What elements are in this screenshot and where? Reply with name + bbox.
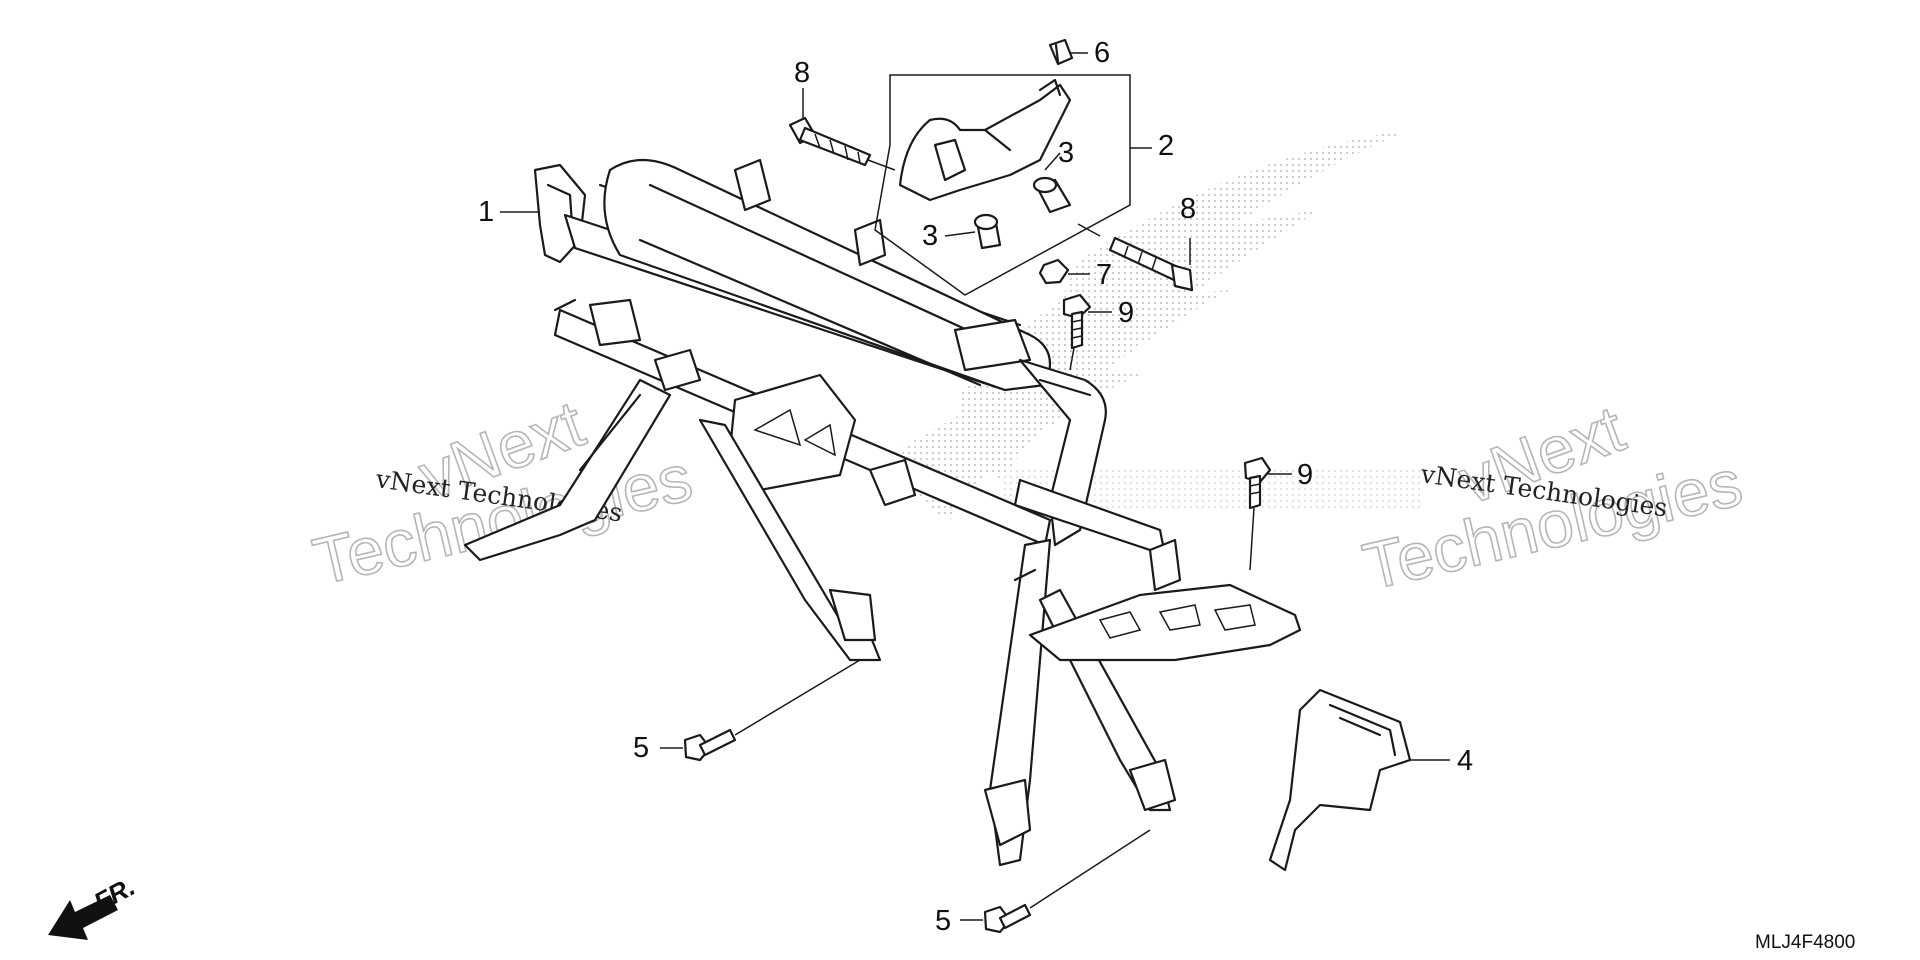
collar-upper bbox=[1032, 176, 1072, 214]
leader-8-lower-dash bbox=[1077, 223, 1101, 237]
bolt-5-left bbox=[683, 728, 737, 762]
collar-lower bbox=[973, 213, 1002, 250]
leader-5-bottom-diag bbox=[1029, 829, 1151, 909]
front-arrow-icon bbox=[48, 895, 118, 940]
callout-9-upper: 9 bbox=[1118, 297, 1134, 329]
bolt-5-bottom bbox=[983, 903, 1032, 934]
flange-bolt-lower bbox=[1108, 236, 1194, 292]
leader-9-upper-down bbox=[1069, 347, 1075, 371]
leader-5-left-diag bbox=[734, 659, 861, 736]
side-plate bbox=[1028, 538, 1302, 662]
main-stay-frame bbox=[463, 158, 1177, 867]
bracket-assembly bbox=[874, 74, 1131, 296]
callout-5-left: 5 bbox=[633, 732, 649, 764]
callout-3-upper: 3 bbox=[1058, 137, 1074, 169]
callout-7: 7 bbox=[1096, 259, 1112, 291]
callout-8-lower: 8 bbox=[1180, 193, 1196, 225]
callout-4: 4 bbox=[1457, 745, 1473, 777]
diagram-code: MLJ4F4800 bbox=[1755, 932, 1855, 953]
callout-5-bottom: 5 bbox=[935, 905, 951, 937]
side-bracket bbox=[1268, 688, 1412, 872]
leader-8-upper-dash bbox=[867, 159, 896, 171]
bolt-9-upper bbox=[1062, 293, 1092, 350]
callout-3-lower: 3 bbox=[922, 220, 938, 252]
hex-nut bbox=[1038, 258, 1070, 285]
callout-8-upper: 8 bbox=[794, 57, 810, 89]
callout-1: 1 bbox=[478, 196, 494, 228]
callout-2: 2 bbox=[1158, 130, 1174, 162]
flange-bolt-upper bbox=[788, 116, 872, 167]
front-direction-indicator: FR. bbox=[48, 871, 140, 940]
leader-3-lower bbox=[944, 231, 976, 237]
leader-3-upper bbox=[1044, 152, 1061, 171]
callout-6: 6 bbox=[1094, 37, 1110, 69]
leader-9-right-down bbox=[1249, 507, 1255, 571]
bolt-9-right bbox=[1243, 456, 1272, 510]
callout-9-right: 9 bbox=[1297, 459, 1313, 491]
clip-nut bbox=[1048, 38, 1074, 66]
